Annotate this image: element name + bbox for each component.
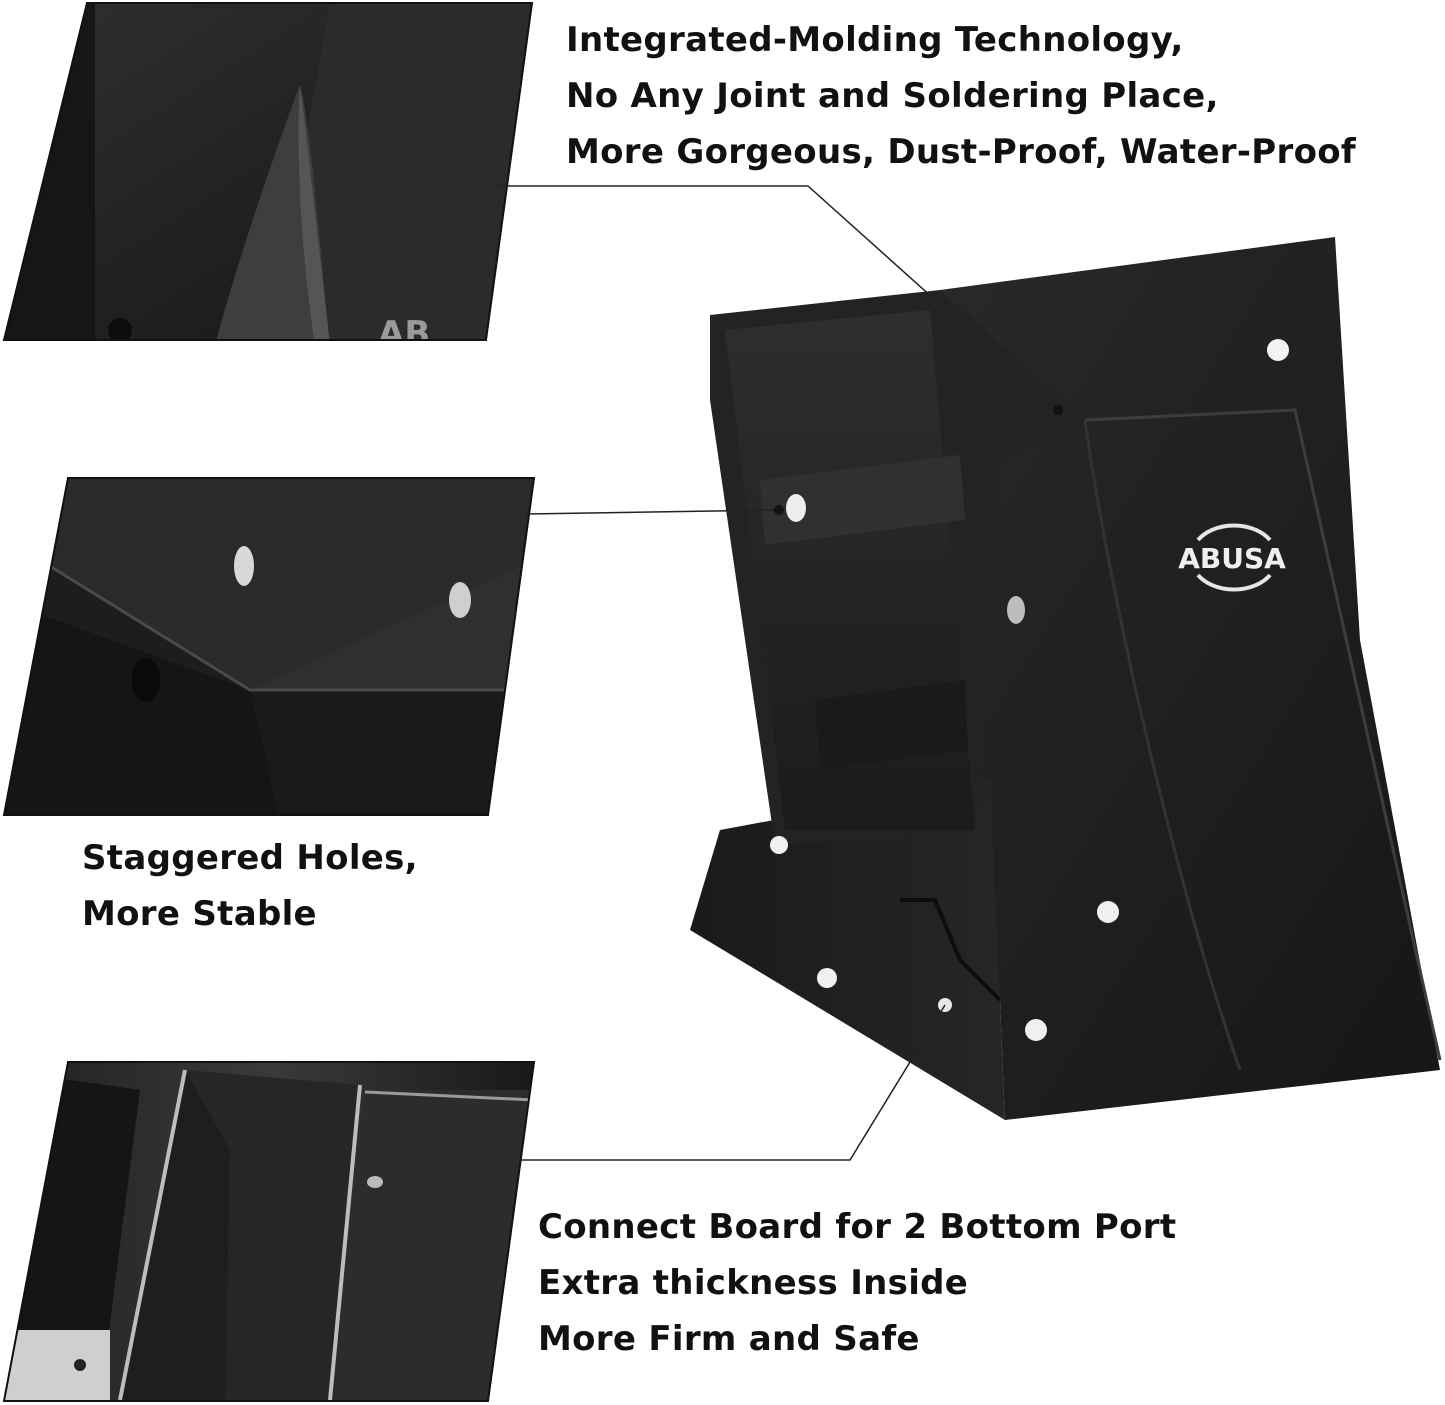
inset-frame — [2, 1061, 536, 1402]
bolt-hole — [817, 968, 837, 988]
caption-line: Connect Board for 2 Bottom Port — [538, 1207, 1177, 1247]
bolt-hole — [1267, 339, 1289, 361]
logo-text: ABUSA — [1178, 542, 1286, 575]
caption-staggered-holes: Staggered Holes, More Stable — [82, 830, 418, 942]
inset-molding-closeup: AB — [4, 3, 532, 354]
caption-line: Integrated-Molding Technology, — [566, 20, 1184, 60]
bolt-hole — [770, 836, 788, 854]
inset-connect-board-closeup — [4, 1062, 534, 1401]
caption-line: No Any Joint and Soldering Place, — [566, 76, 1219, 116]
inset-frame — [2, 2, 534, 341]
caption-molding: Integrated-Molding Technology, No Any Jo… — [566, 12, 1356, 180]
bolt-hole — [1097, 901, 1119, 923]
caption-line: Staggered Holes, — [82, 838, 418, 878]
bolt-hole — [1007, 596, 1025, 624]
caption-line: Extra thickness Inside — [538, 1263, 969, 1303]
caption-line: More Firm and Safe — [538, 1319, 920, 1359]
inset-frame — [2, 477, 536, 816]
bolt-hole — [1025, 1019, 1047, 1041]
caption-line: More Stable — [82, 894, 317, 934]
caption-line: More Gorgeous, Dust-Proof, Water-Proof — [566, 132, 1356, 172]
caption-connect-board: Connect Board for 2 Bottom Port Extra th… — [538, 1199, 1176, 1367]
svg-text:AB: AB — [378, 314, 430, 354]
inset-staggered-holes-closeup — [4, 478, 534, 815]
bolt-hole — [786, 494, 806, 522]
bracket-product: ABUSA — [690, 237, 1442, 1120]
abusa-logo: ABUSA — [1178, 523, 1286, 592]
callout-lines — [498, 185, 1063, 1161]
